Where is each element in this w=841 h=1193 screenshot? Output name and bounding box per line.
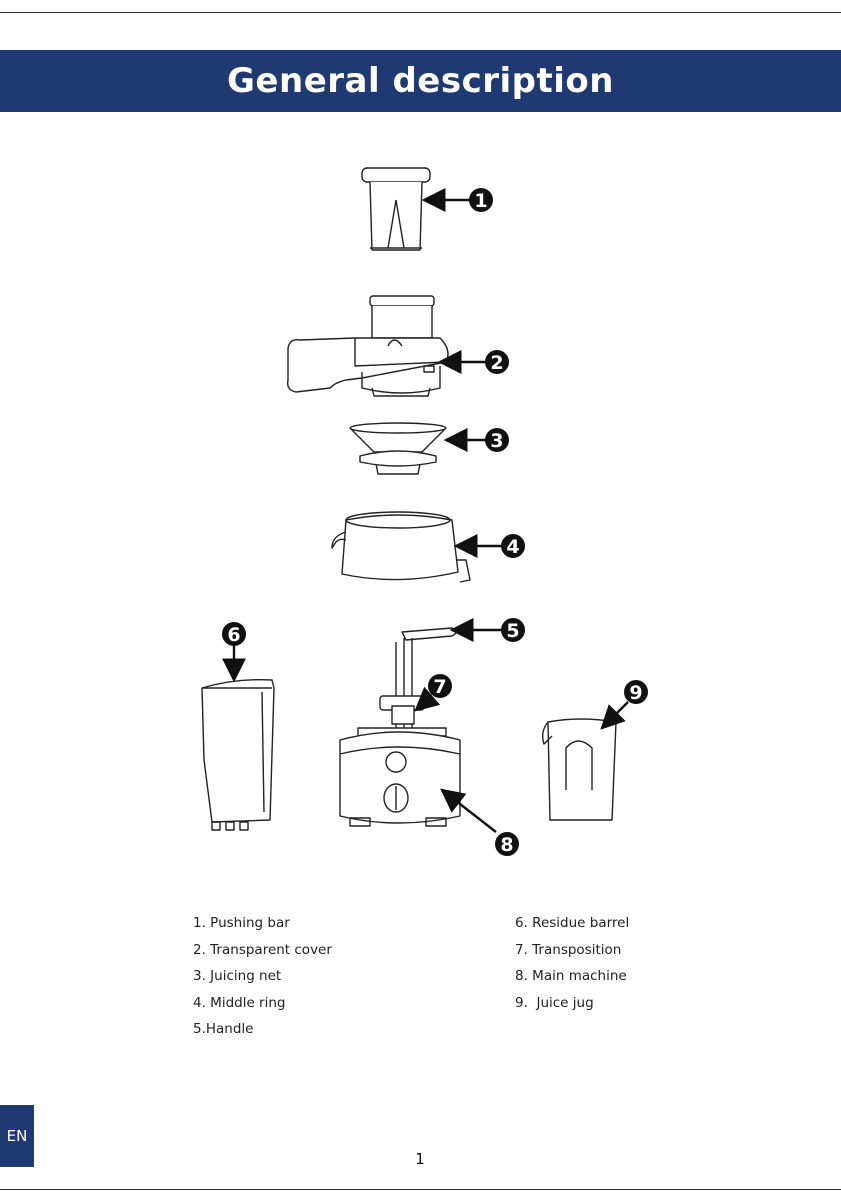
section-banner: General description	[0, 50, 841, 112]
page-number: 1	[410, 1150, 430, 1168]
svg-text:1: 1	[474, 190, 487, 212]
part-transparent-cover	[288, 296, 448, 396]
svg-text:9: 9	[629, 682, 642, 704]
svg-text:2: 2	[490, 352, 503, 374]
callout-7: 7	[428, 674, 452, 698]
callout-5: 5	[501, 618, 525, 642]
svg-text:4: 4	[506, 536, 519, 558]
part-middle-ring	[332, 512, 470, 582]
callout-1: 1	[469, 188, 493, 212]
svg-text:7: 7	[433, 676, 446, 698]
part-residue-barrel	[202, 680, 274, 830]
callout-8: 8	[495, 832, 519, 856]
legend-item: 1. Pushing bar	[193, 910, 332, 937]
juicer-exploded-diagram: 1 2 3 4 5 6 7 8 9	[0, 140, 841, 880]
legend-item: 8. Main machine	[515, 963, 629, 990]
legend-item: 3. Juicing net	[193, 963, 332, 990]
part-pushing-bar	[362, 168, 430, 250]
callout-3: 3	[485, 428, 509, 452]
svg-text:6: 6	[227, 624, 240, 646]
callout-2: 2	[485, 350, 509, 374]
callout-9: 9	[624, 680, 648, 704]
legend-item: 9. Juice jug	[515, 990, 629, 1017]
language-label: EN	[7, 1127, 28, 1145]
svg-text:3: 3	[490, 430, 503, 452]
svg-text:8: 8	[500, 834, 513, 856]
callout-6: 6	[222, 622, 246, 646]
legend-item: 4. Middle ring	[193, 990, 332, 1017]
page-title: General description	[227, 61, 614, 101]
legend-item: 2. Transparent cover	[193, 937, 332, 964]
legend-item: 7. Transposition	[515, 937, 629, 964]
legend-item: 5.Handle	[193, 1016, 332, 1043]
svg-text:5: 5	[506, 620, 519, 642]
legend-right-column: 6. Residue barrel 7. Transposition 8. Ma…	[515, 910, 629, 1016]
callout-4: 4	[501, 534, 525, 558]
language-tab: EN	[0, 1105, 34, 1167]
legend-left-column: 1. Pushing bar 2. Transparent cover 3. J…	[193, 910, 332, 1043]
top-rule	[0, 12, 841, 13]
legend-item: 6. Residue barrel	[515, 910, 629, 937]
part-juice-jug	[543, 719, 616, 820]
diagram-svg: 1 2 3 4 5 6 7 8 9	[0, 140, 841, 880]
part-main-machine	[340, 628, 460, 826]
part-juicing-net	[350, 423, 446, 474]
bottom-rule	[0, 1189, 841, 1190]
